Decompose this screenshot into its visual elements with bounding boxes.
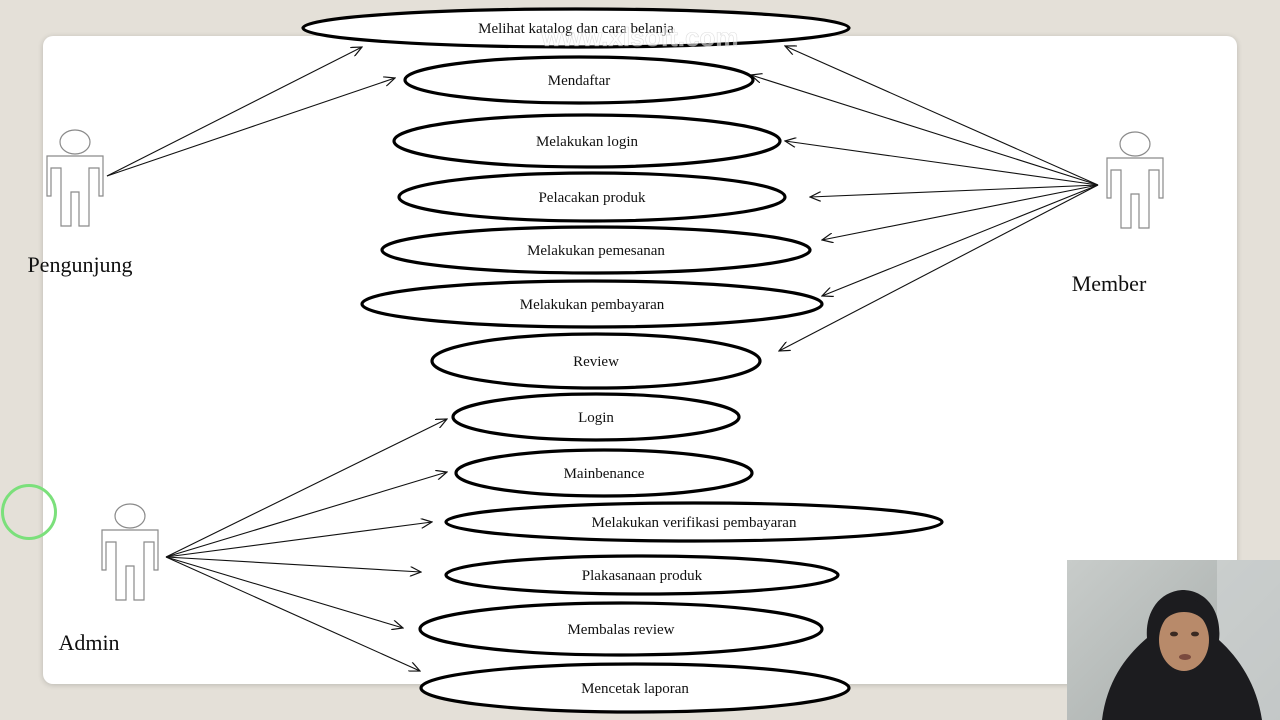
use-case-ellipse [301, 7, 851, 49]
use-case-label: Melakukan pemesanan [527, 243, 665, 259]
actor-body [1106, 157, 1164, 229]
use-case-ellipse [403, 55, 755, 105]
use-case-uc6: Melakukan pembayaran [360, 279, 824, 329]
actor-pengunjung: Pengunjung [27, 129, 133, 277]
use-case-label: Melihat katalog dan cara belanja [478, 21, 674, 37]
use-case-uc8: Login [451, 392, 741, 442]
association-arrow-member-uc1 [785, 46, 1099, 186]
association-arrow-pengunjung-uc1 [106, 47, 362, 177]
use-case-ellipse [430, 332, 762, 390]
use-case-label: Mendaftar [548, 73, 610, 89]
association-arrow-member-uc7 [779, 184, 1099, 351]
actor-label: Pengunjung [27, 252, 132, 277]
association-arrow-member-uc2 [751, 75, 1099, 186]
use-case-ellipse [392, 113, 782, 169]
use-case-label: Mencetak laporan [581, 681, 689, 697]
watermark-text: www.xlsoft.com [541, 22, 739, 52]
use-case-label: Pelacakan produk [538, 190, 646, 206]
use-case-uc12: Membalas review [418, 601, 824, 657]
use-case-uc9: Mainbenance [454, 448, 754, 498]
use-case-ellipse [397, 171, 787, 223]
use-case-ellipse [419, 662, 851, 714]
association-arrow-admin-uc10 [165, 522, 432, 558]
use-case-ellipse [360, 279, 824, 329]
association-lines [106, 46, 1099, 671]
use-case-ellipse [444, 554, 840, 596]
use-case-label: Membalas review [567, 622, 674, 638]
use-case-ellipse [454, 448, 754, 498]
actor-member: Member [1072, 131, 1164, 296]
actor-head [1119, 131, 1151, 157]
association-arrow-admin-uc13 [165, 556, 420, 671]
use-case-uc2: Mendaftar [403, 55, 755, 105]
use-case-uc1: Melihat katalog dan cara belanja [301, 7, 851, 49]
association-arrow-member-uc3 [785, 141, 1099, 186]
use-case-ellipse [444, 501, 944, 543]
association-arrow-admin-uc9 [165, 472, 447, 558]
use-case-uc10: Melakukan verifikasi pembayaran [444, 501, 944, 543]
cursor-highlight-ring [1, 484, 57, 540]
actor-label: Admin [58, 630, 119, 655]
use-case-uc11: Plakasanaan produk [444, 554, 840, 596]
use-case-label: Review [573, 354, 619, 370]
use-case-label: Melakukan verifikasi pembayaran [592, 515, 797, 531]
use-case-label: Mainbenance [564, 466, 645, 482]
use-case-label: Login [578, 410, 614, 426]
use-case-label: Melakukan pembayaran [520, 297, 665, 313]
use-case-uc4: Pelacakan produk [397, 171, 787, 223]
association-arrow-member-uc4 [810, 184, 1099, 197]
webcam-overlay [1067, 560, 1280, 720]
use-case-ellipse [418, 601, 824, 657]
use-case-ellipse [451, 392, 741, 442]
use-case-label: Plakasanaan produk [582, 568, 703, 584]
presenter-figure [1102, 560, 1280, 720]
actor-head [59, 129, 91, 155]
use-case-uc5: Melakukan pemesanan [380, 225, 812, 275]
actor-admin: Admin [58, 503, 159, 655]
actor-label: Member [1072, 271, 1147, 296]
actor-body [101, 529, 159, 601]
use-case-uc7: Review [430, 332, 762, 390]
use-cases: Melihat katalog dan cara belanjaMendafta… [301, 7, 944, 714]
association-arrow-pengunjung-uc2 [106, 78, 395, 177]
association-arrow-admin-uc11 [165, 556, 421, 572]
association-arrow-member-uc5 [822, 184, 1099, 240]
association-arrow-member-uc6 [822, 184, 1099, 296]
use-case-label: Melakukan login [536, 134, 639, 150]
use-case-ellipse [380, 225, 812, 275]
use-case-uc13: Mencetak laporan [419, 662, 851, 714]
association-arrow-admin-uc8 [165, 419, 447, 558]
actor-head [114, 503, 146, 529]
use-case-uc3: Melakukan login [392, 113, 782, 169]
association-arrow-admin-uc12 [165, 556, 403, 628]
actor-body [46, 155, 104, 227]
